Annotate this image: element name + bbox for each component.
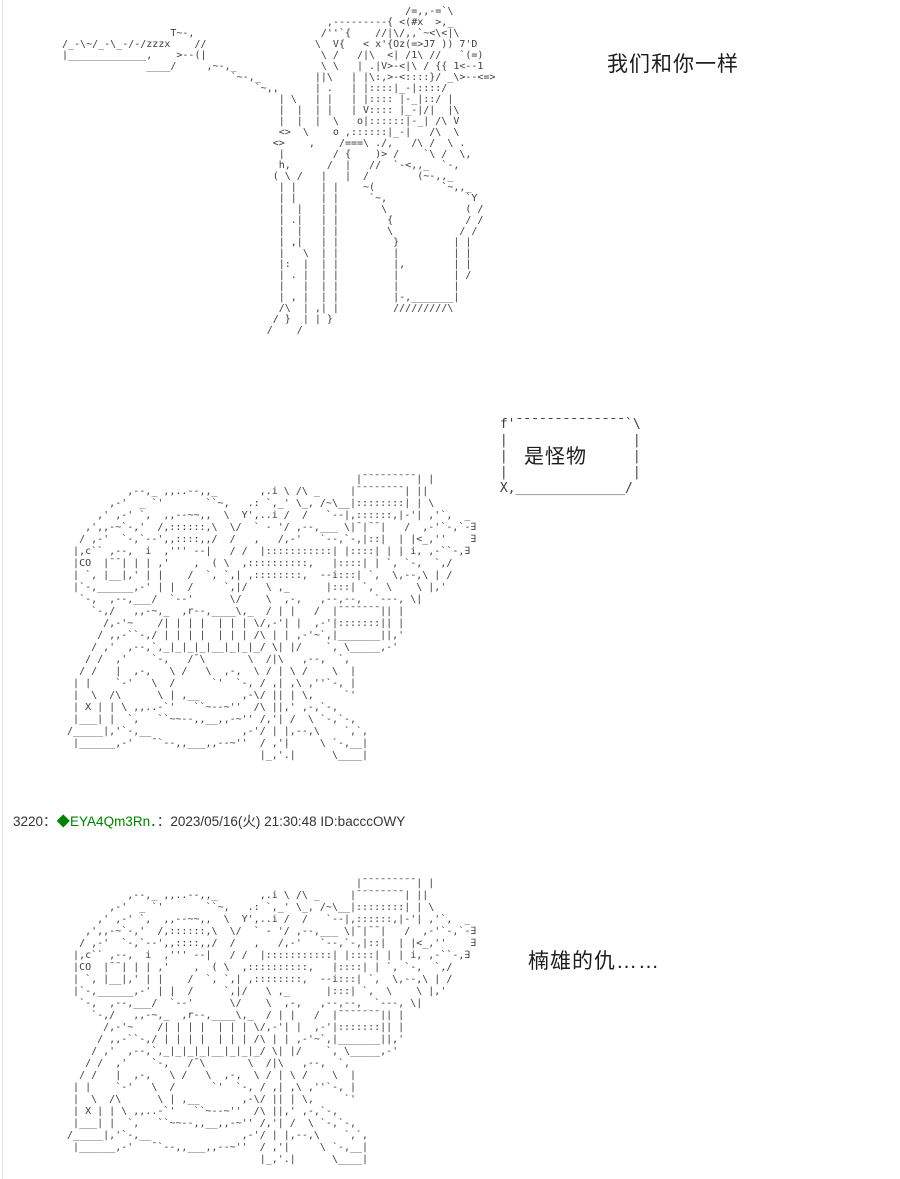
- ascii-art-mech-2: |¯¯¯¯¯¯¯¯¯| | ,--,_ ,,..--,,_ ,.i \ /\ _…: [67, 878, 477, 1165]
- ascii-art-mech-1: |¯¯¯¯¯¯¯¯¯| | ,--,_ ,,..--,,_ ,.i \ /\ _…: [67, 474, 477, 761]
- speech-bubble-text: 是怪物: [524, 446, 587, 468]
- post-number: 3220：: [13, 814, 57, 829]
- dialogue-top-text: 我们和你一样: [607, 53, 739, 76]
- post-datetime-id: ：2023/05/16(火) 21:30:48 ID:bacccOWY: [156, 814, 406, 829]
- post-header: 3220：◆EYA4Qm3Rn．：2023/05/16(火) 21:30:48 …: [13, 810, 405, 830]
- ascii-art-gunner: /=,,-=`\ ,---------{ <(#x >,_ T~-, /''`{…: [62, 6, 496, 336]
- speech-bubble-frame: f'¯¯¯¯¯¯¯¯¯¯¯¯¯¯`\ | | | | | | X,_______…: [499, 417, 641, 496]
- post-name-tripcode: ◆EYA4Qm3Rn．: [56, 814, 157, 829]
- page-left-edge: [2, 0, 3, 1179]
- dialogue-bottom-text: 楠雄的仇……: [528, 950, 660, 973]
